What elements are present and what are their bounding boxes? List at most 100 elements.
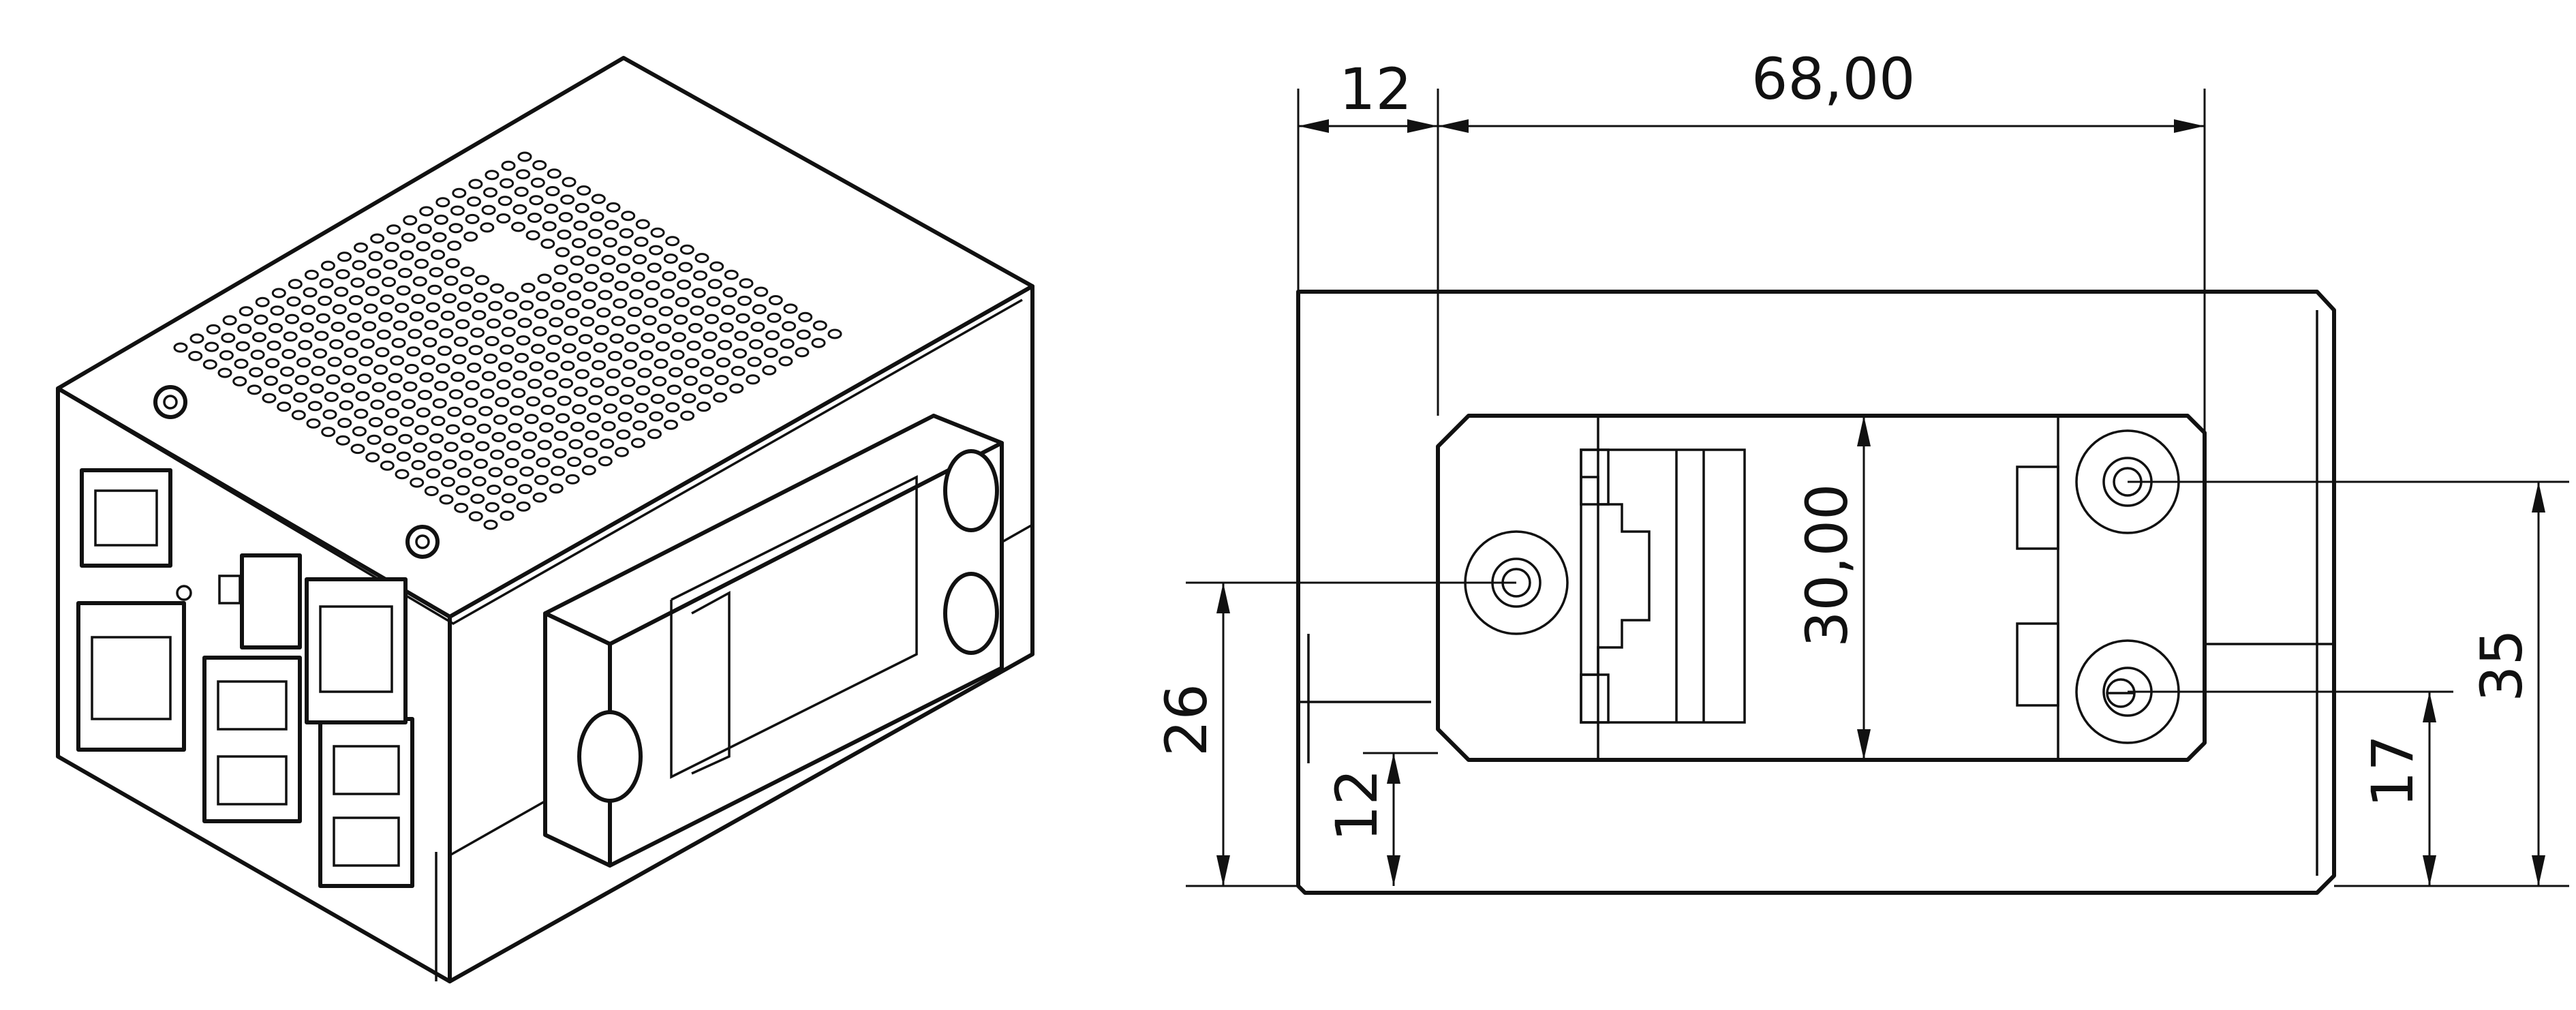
vent-hole <box>549 483 564 494</box>
vent-hole <box>553 431 568 441</box>
vent-hole <box>527 213 542 223</box>
vent-hole <box>334 286 349 297</box>
vent-hole <box>645 280 660 291</box>
vent-hole <box>588 395 603 405</box>
vent-hole <box>504 458 519 468</box>
vent-hole <box>410 477 425 488</box>
vent-hole <box>318 295 333 306</box>
vent-hole <box>527 378 542 389</box>
vent-hole <box>395 303 410 313</box>
vent-hole <box>621 377 636 387</box>
vent-hole <box>575 369 589 380</box>
vent-hole <box>304 269 319 280</box>
lid-screw-front <box>153 385 187 419</box>
vent-hole <box>383 425 398 436</box>
vent-hole <box>396 285 411 296</box>
vent-hole <box>423 337 438 348</box>
vent-hole <box>455 319 470 330</box>
dim-height-clip: 30,00 <box>1794 484 1860 647</box>
vent-hole <box>516 501 531 512</box>
vent-hole <box>641 333 656 343</box>
vent-hole <box>419 206 434 217</box>
status-led <box>176 585 192 601</box>
vent-hole <box>303 287 318 298</box>
vent-hole <box>487 318 501 329</box>
vent-hole <box>542 221 557 232</box>
vent-hole <box>658 306 673 317</box>
vent-hole <box>309 383 324 394</box>
vent-hole <box>650 393 665 404</box>
vent-hole <box>487 485 502 495</box>
vent-hole <box>299 322 314 333</box>
vent-hole <box>348 295 363 305</box>
vent-hole <box>549 317 564 328</box>
vent-hole <box>480 388 495 399</box>
vent-hole <box>552 448 567 459</box>
vent-hole-grid <box>173 151 842 530</box>
vent-hole <box>283 331 298 342</box>
vent-hole <box>363 303 378 314</box>
vent-hole <box>495 397 510 408</box>
vent-hole <box>525 230 540 241</box>
vent-hole <box>663 254 678 264</box>
vent-hole <box>341 382 355 393</box>
dimension-lines <box>1186 89 2569 887</box>
usb-port-pair-a <box>202 656 302 823</box>
vent-hole <box>365 286 380 296</box>
vent-hole <box>470 327 485 338</box>
vent-hole <box>798 311 813 322</box>
vent-hole <box>472 476 487 487</box>
vent-hole <box>778 356 793 367</box>
vent-hole <box>462 415 477 426</box>
vent-hole <box>367 268 382 279</box>
vent-hole <box>601 420 616 431</box>
vent-hole <box>577 185 592 196</box>
vent-hole <box>603 403 617 414</box>
vent-hole <box>358 356 373 367</box>
vent-hole <box>357 373 371 384</box>
vent-hole <box>657 323 672 334</box>
vent-hole <box>614 446 629 457</box>
vent-hole <box>239 306 254 317</box>
vent-hole <box>647 262 662 273</box>
vent-hole <box>796 329 811 340</box>
vent-hole <box>481 371 496 382</box>
vent-hole <box>285 313 300 324</box>
vent-hole <box>497 196 512 206</box>
vent-hole <box>403 381 418 392</box>
vent-hole <box>321 427 336 438</box>
vent-hole <box>701 349 716 359</box>
vent-hole <box>540 239 555 249</box>
vent-hole <box>370 233 385 244</box>
vent-hole <box>252 332 266 343</box>
vent-hole <box>427 284 442 295</box>
housing-outline <box>1296 290 2336 895</box>
vent-hole <box>368 417 383 427</box>
vent-hole <box>481 204 496 215</box>
vent-hole <box>555 247 570 258</box>
vent-hole <box>709 261 724 272</box>
vent-hole <box>547 168 562 179</box>
vent-hole <box>426 468 441 479</box>
vent-hole <box>647 429 662 440</box>
slot-lower <box>2016 622 2059 707</box>
dim-width-offset: 12 <box>1339 56 1412 123</box>
vent-hole <box>431 249 446 260</box>
vent-hole <box>271 288 286 299</box>
vent-hole <box>313 348 327 359</box>
vent-hole <box>632 254 647 264</box>
vent-hole <box>204 341 219 352</box>
vent-hole <box>432 232 447 243</box>
vent-hole <box>319 278 334 289</box>
vent-hole <box>382 277 396 288</box>
vent-hole <box>463 231 478 242</box>
vent-hole <box>501 160 516 171</box>
vent-hole <box>780 338 795 349</box>
vent-hole <box>219 350 234 361</box>
vent-hole <box>644 297 658 308</box>
vent-hole <box>350 277 365 288</box>
vent-hole <box>783 303 798 314</box>
vent-hole <box>173 342 188 353</box>
vent-hole <box>532 159 547 170</box>
vent-hole <box>398 433 413 444</box>
